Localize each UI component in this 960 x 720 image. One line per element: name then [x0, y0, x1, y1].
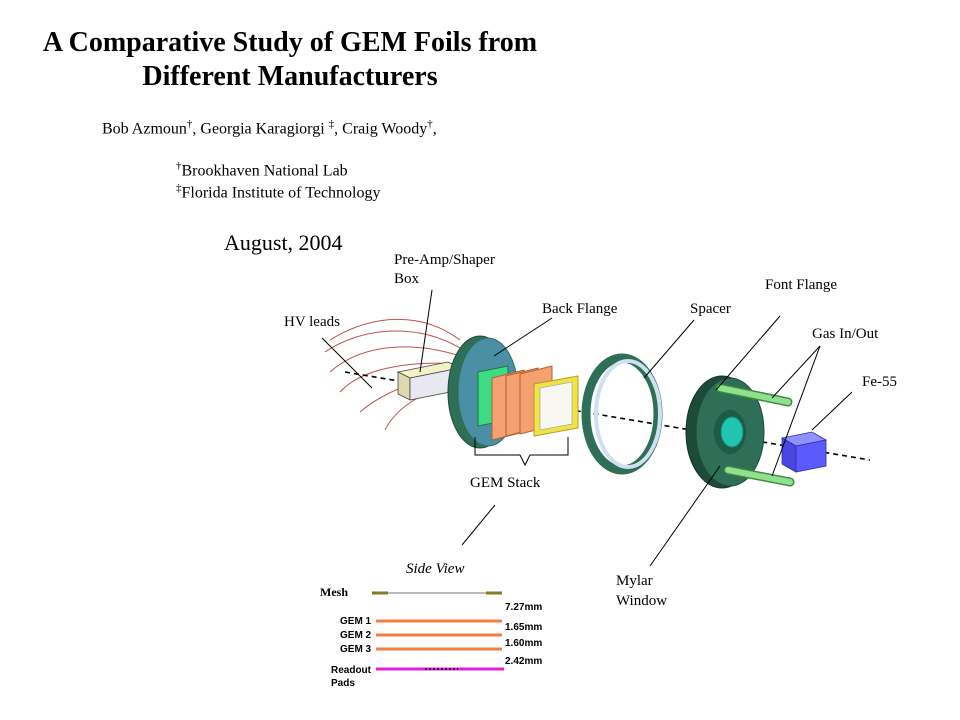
side-view-title: Side View: [406, 561, 464, 577]
gem1-label: GEM 1: [340, 616, 372, 627]
mylar-window-label-line-1: Mylar: [616, 573, 653, 589]
author-list: Bob Azmoun†, Georgia Karagiorgi ‡, Craig…: [102, 118, 437, 138]
gap-gem1-gem2: 1.65mm: [505, 622, 542, 633]
gem2-label: GEM 2: [340, 630, 372, 641]
front-flange: [685, 375, 765, 489]
affiliation-florida: ‡Florida Institute of Technology: [176, 182, 381, 202]
affiliation-brookhaven: †Brookhaven National Lab: [176, 160, 348, 180]
spacer-label: Spacer: [690, 301, 731, 317]
font-flange-label: Font Flange: [765, 277, 837, 293]
affiliation-name: Florida Institute of Technology: [181, 184, 381, 202]
title-line-2: Different Manufacturers: [142, 61, 438, 92]
gas-tubes: [715, 383, 795, 487]
hv-leads-label: HV leads: [284, 314, 340, 330]
back-flange-label: Back Flange: [542, 301, 618, 317]
mylar-window-label-line-2: Window: [616, 593, 667, 609]
affiliation-mark: ‡: [328, 118, 335, 130]
title-line-1: A Comparative Study of GEM Foils from: [42, 27, 538, 58]
affiliation-name: Brookhaven National Lab: [181, 162, 348, 180]
leader-lines: [321, 289, 853, 567]
mesh-label: Mesh: [320, 585, 348, 599]
fe55-source-cube: [780, 431, 828, 473]
gas-in-out-label: Gas In/Out: [812, 326, 879, 342]
readout-label-line-1: Readout: [331, 665, 372, 676]
affiliation-mark: †: [427, 118, 433, 130]
readout-label-line-2: Pads: [331, 678, 355, 689]
gem-foils: [477, 365, 579, 441]
gem-stack-bracket: [474, 437, 569, 467]
author-name: Georgia Karagiorgi: [200, 120, 325, 138]
presentation-date: August, 2004: [224, 230, 343, 255]
gem-stack-label: GEM Stack: [470, 475, 541, 491]
side-view: Side View Mesh 7.27mm GEM 1 1.65mm GEM 2…: [320, 561, 542, 689]
affiliation-mark: †: [176, 160, 182, 172]
affiliation-mark: ‡: [176, 182, 182, 194]
preamp-label-line-2: Box: [394, 271, 420, 287]
affiliation-mark: †: [186, 118, 193, 130]
page-title: A Comparative Study of GEM Foils from Di…: [0, 26, 580, 94]
gap-gem3-pads: 2.42mm: [505, 656, 542, 667]
spacer-ring: [581, 353, 663, 475]
author-name: Bob Azmoun: [102, 120, 187, 138]
preamp-label-line-1: Pre-Amp/Shaper: [394, 252, 495, 268]
gap-gem2-gem3: 1.60mm: [505, 638, 542, 649]
gem3-label: GEM 3: [340, 644, 372, 655]
author-name: Craig Woody: [342, 120, 428, 138]
gap-mesh-gem1: 7.27mm: [505, 602, 542, 613]
fe55-label: Fe-55: [862, 374, 897, 390]
